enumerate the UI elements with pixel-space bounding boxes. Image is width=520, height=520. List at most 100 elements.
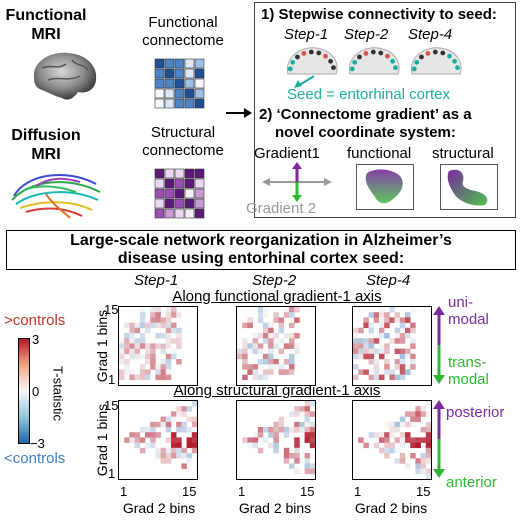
heatmap-cell: [191, 421, 197, 428]
heatmap-cell: [394, 364, 401, 370]
heatmap-cell: [384, 437, 390, 443]
ytick-min-row1: 1: [108, 372, 116, 387]
heatmap-cell: [358, 338, 364, 344]
heatmap-cell: [263, 353, 269, 360]
stepwise-network-brains: [282, 44, 482, 89]
heatmap-cell: [283, 343, 290, 349]
structural-gradient-brain: [440, 164, 498, 210]
heatmap-cell: [294, 333, 300, 339]
matrix-cell: [184, 88, 195, 99]
xtick-min-1: 1: [120, 484, 128, 499]
heatmap-cell: [263, 359, 269, 365]
heatmap-cell: [119, 374, 125, 381]
heatmap-cell: [289, 463, 295, 469]
heatmap-cell: [242, 374, 248, 381]
heatmap-cell: [373, 317, 380, 323]
xlabel-1: Grad 2 bins: [122, 500, 196, 516]
network-node: [385, 53, 390, 59]
heatmap-cell: [263, 307, 269, 313]
heatmap-cell: [165, 322, 172, 329]
heatmap-cell: [420, 411, 427, 417]
network-node: [287, 66, 293, 72]
heatmap-cell: [268, 427, 274, 433]
heatmap-cell: [273, 437, 279, 443]
heatmap-cell: [134, 322, 141, 329]
heatmap-cell: [420, 463, 427, 469]
heatmap-cell: [410, 453, 416, 459]
heatmap-cell: [415, 463, 421, 469]
heatmap-cell: [160, 458, 167, 464]
heatmap-cell: [176, 411, 182, 417]
matrix-cell: [194, 78, 205, 89]
heatmap-cell: [379, 348, 385, 355]
heatmap-cell: [139, 333, 146, 339]
heatmap-cell: [283, 333, 290, 339]
heatmap-cell: [405, 369, 411, 375]
heatmap-cell: [373, 364, 380, 370]
heatmap-cell: [425, 447, 431, 454]
heatmap-cell: [145, 369, 151, 375]
step4-label-top: Step-4: [408, 26, 453, 43]
ylabel-row2: Grad 1 bins: [94, 403, 110, 477]
heatmap-cell: [304, 432, 311, 438]
heatmap-cell: [309, 421, 315, 428]
heatmap-cell: [263, 374, 269, 381]
heatmap-cell: [129, 327, 135, 334]
heatmap-cell: [165, 427, 172, 433]
matrix-cell: [174, 58, 185, 69]
heatmap-cell: [252, 442, 259, 449]
heatmap-cell: [304, 421, 311, 428]
network-node: [440, 50, 446, 56]
heatmap-cell: [242, 359, 248, 365]
heatmap-cell: [145, 348, 151, 355]
matrix-cell: [184, 68, 195, 79]
right-arrow-row1: [432, 306, 446, 389]
matrix-cell: [154, 98, 165, 109]
matrix-cell: [164, 58, 175, 69]
matrix-cell: [164, 68, 175, 79]
heatmap-cell: [165, 359, 172, 365]
heatmap-cell: [191, 432, 197, 438]
heatmap-cell: [379, 327, 385, 334]
heatmap-cell: [405, 353, 411, 360]
arrow-right: [226, 106, 252, 125]
network-node: [414, 59, 420, 65]
heatmap-cell: [160, 359, 167, 365]
heatmap-cell: [129, 437, 135, 443]
heatmap-cell: [160, 317, 167, 323]
seed-arrow: [292, 74, 318, 93]
heatmap-cell: [410, 442, 416, 449]
heatmap-cell: [425, 401, 431, 407]
heatmap-cell: [242, 348, 248, 355]
heatmap-cell: [309, 401, 315, 407]
heatmap-cell: [268, 322, 274, 329]
heatmap-cell: [425, 437, 431, 443]
heatmap-cell: [139, 322, 146, 329]
heatmap-cell: [399, 364, 406, 370]
heatmap-cell: [410, 307, 416, 313]
heatmap-cell: [268, 442, 274, 449]
heatmap-cell: [257, 317, 264, 323]
heatmap-cell: [389, 432, 395, 438]
heatmap-cell: [247, 322, 253, 329]
heatmap-cell: [191, 437, 197, 443]
matrix-cell: [154, 58, 165, 69]
heatmap-cell: [379, 322, 385, 329]
matrix-cell: [194, 88, 205, 99]
heatmap-cell: [304, 406, 311, 412]
heatmap-cell: [304, 416, 311, 423]
heatmap-cell: [415, 468, 421, 475]
heatmap-cell: [283, 359, 290, 365]
heatmap-cell: [181, 447, 187, 454]
matrix-cell: [174, 68, 185, 79]
heatmap-cell: [384, 348, 390, 355]
heatmap-cell: [379, 307, 385, 313]
heatmap-cell: [242, 364, 248, 370]
heatmap-cell: [129, 333, 135, 339]
heatmap-cell: [304, 401, 311, 407]
heatmap-cell: [379, 432, 385, 438]
heatmap-cell: [268, 338, 274, 344]
unimodal-label: uni- modal: [448, 294, 489, 328]
heatmap-cell: [155, 447, 161, 454]
heatmap-cell: [273, 333, 279, 339]
